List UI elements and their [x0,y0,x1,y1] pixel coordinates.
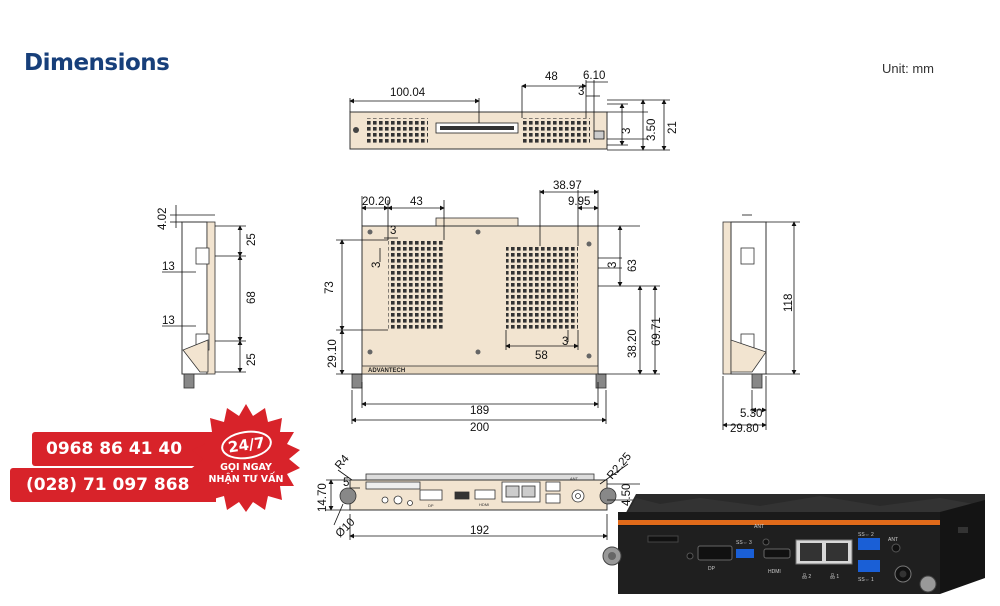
front-logo: ADVANTECH [368,368,405,374]
call-badge[interactable] [190,402,302,514]
dim-left-13b: 13 [162,315,175,327]
io-label-dp: DP [428,503,434,508]
dim-io-4-50: 4.50 [621,484,633,506]
dim-front-3a: 3 [390,225,396,237]
dim-front-58: 58 [535,350,548,362]
product-label-usb1: SS⇔ 1 [858,577,874,583]
dim-right-5-30: 5.30 [740,408,762,420]
dim-io-192: 192 [470,525,489,537]
product-label-usb3: SS⇔ 3 [736,540,752,546]
dim-right-29-80: 29.80 [730,423,759,435]
front-view [336,189,660,424]
hotline-1[interactable]: 0968 86 41 40 [46,439,183,459]
page-title: Dimensions [24,50,170,76]
product-label-lan2: 品 2 [802,574,811,580]
dim-io-5: 5 [343,477,349,489]
product-label-dp: DP [708,566,716,572]
dim-front-43: 43 [410,196,423,208]
dim-top-100: 100.04 [390,87,426,99]
dim-right-118: 118 [783,294,795,312]
dim-front-3b: 3 [371,262,383,268]
dim-front-3c: 3 [607,262,619,268]
hotline-banner-1[interactable]: 0968 86 41 40 [32,432,214,466]
top-view [349,80,670,151]
badge-247: 24/7 [218,427,274,462]
dim-io-dia10: Ø10 [334,516,358,540]
right-view [722,214,800,430]
dim-front-29-10: 29.10 [327,339,339,368]
dim-top-6-10: 6.10 [583,70,605,82]
dim-top-3-50: 3.50 [646,119,658,141]
dim-left-25a: 25 [246,233,258,246]
dim-io-r4: R4 [333,452,352,471]
dim-front-20-20: 20.20 [362,196,391,208]
dim-top-3a: 3 [578,86,584,98]
dim-front-38-20: 38.20 [627,329,639,358]
dim-front-9-95: 9.95 [568,196,590,208]
dim-front-3d: 3 [562,336,568,348]
badge-line2: NHẬN TƯ VẤN [208,473,284,485]
dim-front-200: 200 [470,422,489,434]
io-view [326,463,640,540]
dim-left-13a: 13 [162,261,175,273]
product-label-hdmi: HDMI [768,569,781,575]
dim-io-r2-25: R2.25 [605,451,634,482]
dim-left-25b: 25 [246,353,258,366]
dim-front-69-71: 69.71 [651,317,663,346]
dim-front-63: 63 [627,259,639,272]
dim-io-14-70: 14.70 [317,483,329,512]
product-label-usb2: SS⇔ 2 [858,532,874,538]
left-view [162,205,246,389]
dim-left-68: 68 [246,291,258,304]
dim-top-21: 21 [667,121,679,134]
badge-line1: GỌI NGAY [220,461,272,473]
product-label-lan1: 品 1 [830,574,839,580]
product-label-ant1: ANT [754,524,764,530]
unit-label: Unit: mm [882,61,934,76]
product-photo [602,494,985,594]
dim-front-73: 73 [324,281,336,294]
io-label-hdmi: HDMI [479,502,489,507]
dim-left-4-02: 4.02 [157,208,169,230]
hotline-banner-2[interactable]: (028) 71 097 868 [10,468,216,502]
dim-front-38-97: 38.97 [553,180,582,192]
dim-front-189: 189 [470,405,489,417]
hotline-2[interactable]: (028) 71 097 868 [26,475,190,495]
product-label-ant2: ANT [888,537,898,543]
dim-top-3b: 3 [621,128,633,134]
dim-top-48: 48 [545,71,558,83]
call-badge-text[interactable]: 24/7 GỌI NGAY NHẬN TƯ VẤN [190,402,302,514]
io-label-ant: ANT [570,476,579,481]
